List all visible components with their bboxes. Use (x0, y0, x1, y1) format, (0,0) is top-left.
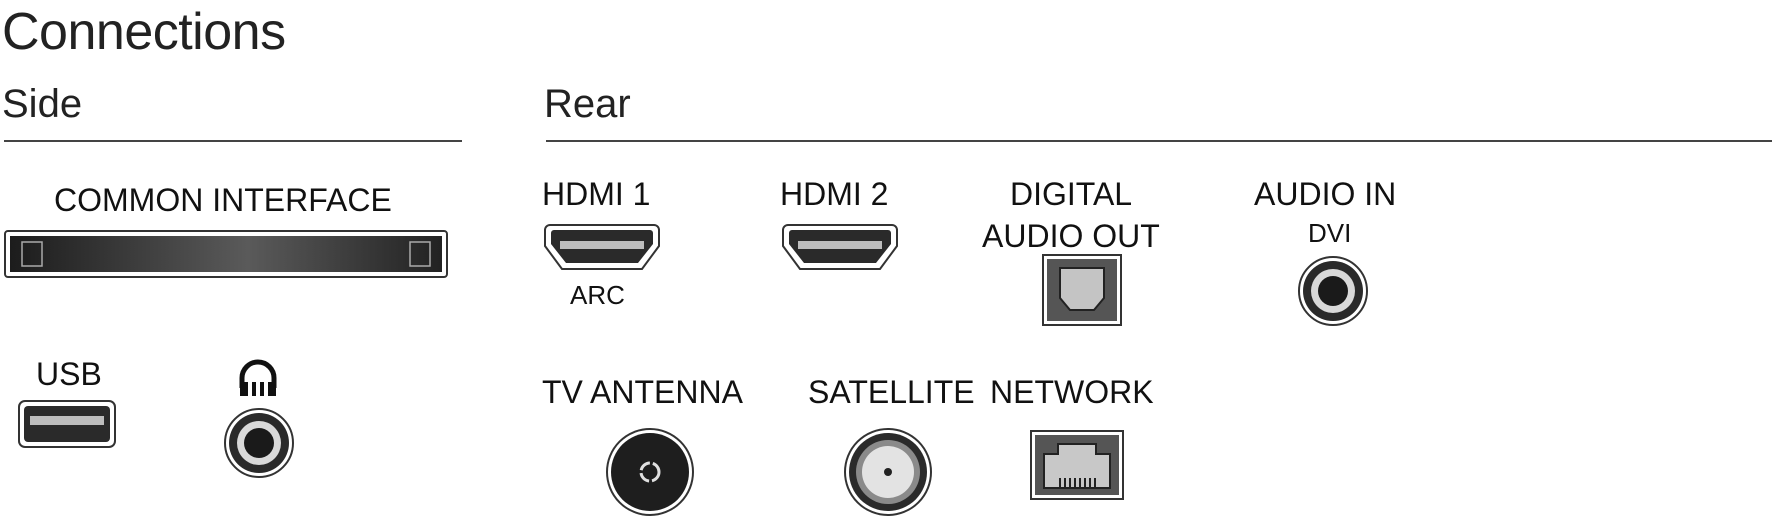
hdmi1-arc-label: ARC (570, 280, 625, 310)
network-label: NETWORK (990, 374, 1154, 410)
audio-in-label: AUDIO IN (1254, 176, 1397, 212)
hdmi2-label: HDMI 2 (780, 176, 889, 212)
optical-port-icon (1042, 254, 1122, 326)
hdmi2-port-icon (782, 224, 898, 270)
usb-port-icon (18, 400, 116, 448)
hdmi1-port-icon (544, 224, 660, 270)
common-interface-slot (4, 230, 448, 278)
page-title: Connections (2, 3, 286, 61)
tv-antenna-port-icon (606, 428, 694, 516)
tv-antenna-label: TV ANTENNA (542, 374, 743, 410)
usb-label: USB (36, 356, 102, 392)
audio-out-label: AUDIO OUT (982, 218, 1160, 254)
side-divider (4, 140, 462, 142)
side-heading: Side (2, 82, 83, 126)
rear-heading: Rear (544, 82, 631, 126)
common-interface-label: COMMON INTERFACE (54, 182, 392, 218)
audio-in-dvi-label: DVI (1308, 218, 1352, 248)
satellite-port-icon (844, 428, 932, 516)
network-port-icon (1030, 430, 1124, 500)
headphones-icon (239, 359, 277, 396)
rear-divider (546, 140, 1772, 142)
headphone-jack-icon (224, 408, 294, 478)
digital-label: DIGITAL (1010, 176, 1133, 212)
satellite-label: SATELLITE (808, 374, 975, 410)
hdmi1-label: HDMI 1 (542, 176, 651, 212)
audio-in-jack-icon (1298, 256, 1368, 326)
